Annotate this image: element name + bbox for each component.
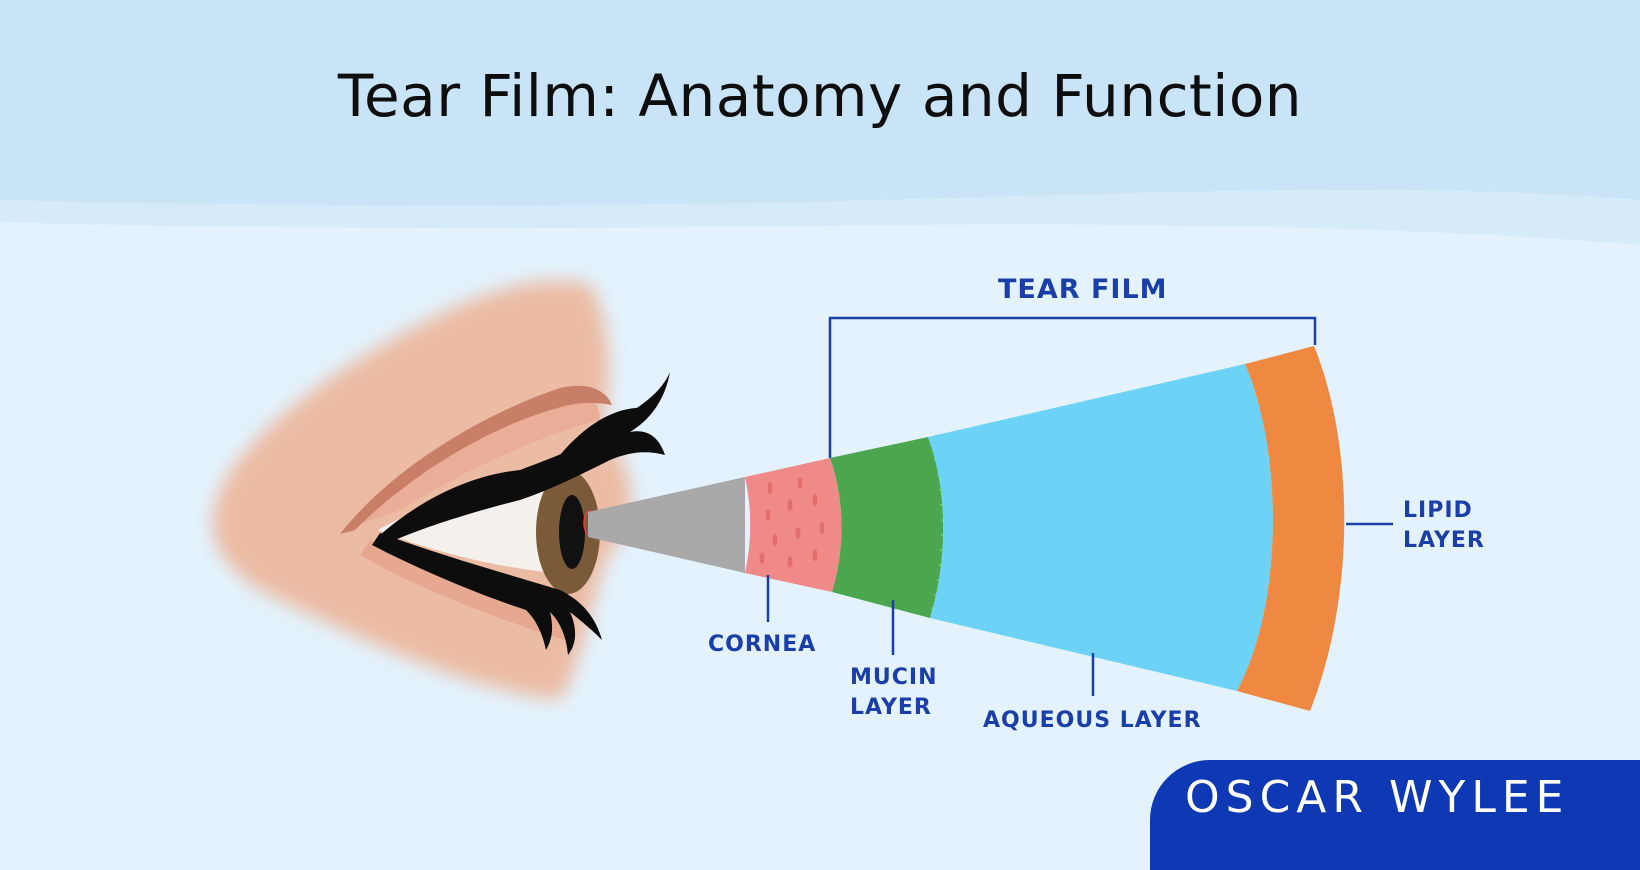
view-cone — [588, 477, 745, 573]
tear-film-bracket — [828, 316, 1317, 458]
label-tear-film: TEAR FILM — [998, 274, 1168, 305]
header-wave — [0, 189, 1640, 245]
label-lipid-line-2: LAYER — [1403, 528, 1485, 553]
pupil — [559, 495, 585, 569]
brand-logo: OSCAR WYLEE — [1185, 772, 1570, 823]
lower-eyelashes — [372, 533, 602, 655]
label-mucin-line-1: MUCIN — [850, 665, 938, 690]
eye — [372, 372, 670, 655]
lipid-section — [1237, 346, 1345, 711]
label-mucin-line-2: LAYER — [850, 695, 932, 720]
label-cornea: CORNEA — [708, 632, 817, 657]
mucin-section — [830, 437, 944, 618]
label-lipid-line-1: LIPID — [1403, 498, 1473, 523]
eye-white — [378, 478, 575, 575]
label-lipid-layer: LIPID LAYER — [1403, 496, 1485, 556]
aqueous-section — [928, 364, 1273, 691]
header-band — [0, 0, 1640, 206]
page-title: Tear Film: Anatomy and Function — [337, 62, 1303, 130]
cornea-cells — [759, 477, 825, 568]
cornea-section — [745, 458, 842, 592]
tear-film-diagram — [0, 0, 1640, 711]
eyelid-crease — [340, 385, 612, 534]
upper-eyelashes — [380, 372, 670, 540]
label-mucin-layer: MUCIN LAYER — [850, 663, 938, 723]
label-aqueous-layer: AQUEOUS LAYER — [983, 708, 1202, 733]
